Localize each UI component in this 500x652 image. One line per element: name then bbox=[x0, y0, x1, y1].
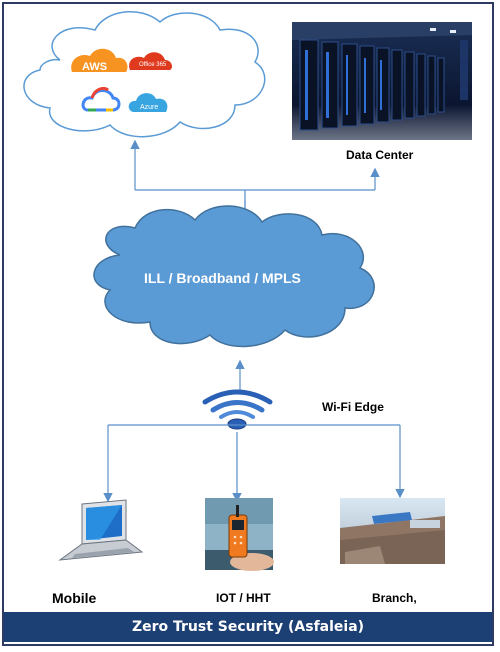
iot-device-image bbox=[205, 498, 274, 571]
network-cloud-label: ILL / Broadband / MPLS bbox=[144, 270, 301, 286]
footer-title: Zero Trust Security (Asfaleia) bbox=[131, 619, 365, 635]
office365-logo-icon bbox=[129, 52, 173, 70]
endpoint-mobile-label: Mobile bbox=[52, 590, 97, 606]
google-cloud-logo-icon bbox=[81, 87, 121, 112]
branch-building-image bbox=[340, 498, 445, 564]
azure-logo-text: Azure bbox=[140, 104, 159, 111]
wifi-icon bbox=[202, 389, 273, 430]
public-cloud bbox=[23, 10, 266, 138]
laptop-icon bbox=[58, 499, 144, 561]
endpoint-iot-label: IOT / HHT bbox=[216, 591, 271, 605]
office365-logo-text: Office 365 bbox=[139, 62, 167, 68]
zero-trust-footer-bar: Zero Trust Security (Asfaleia) bbox=[4, 612, 492, 642]
endpoint-branch-label: Branch, bbox=[372, 591, 417, 605]
data-center-label: Data Center bbox=[346, 148, 414, 162]
wifi-edge-label: Wi-Fi Edge bbox=[322, 400, 384, 414]
wan-cloud bbox=[93, 205, 375, 348]
aws-logo-icon bbox=[71, 48, 128, 72]
azure-logo-icon bbox=[128, 93, 168, 112]
data-center-image bbox=[292, 22, 472, 140]
aws-logo-text: AWS bbox=[82, 61, 108, 73]
edge-distribution-arrows bbox=[103, 424, 405, 503]
